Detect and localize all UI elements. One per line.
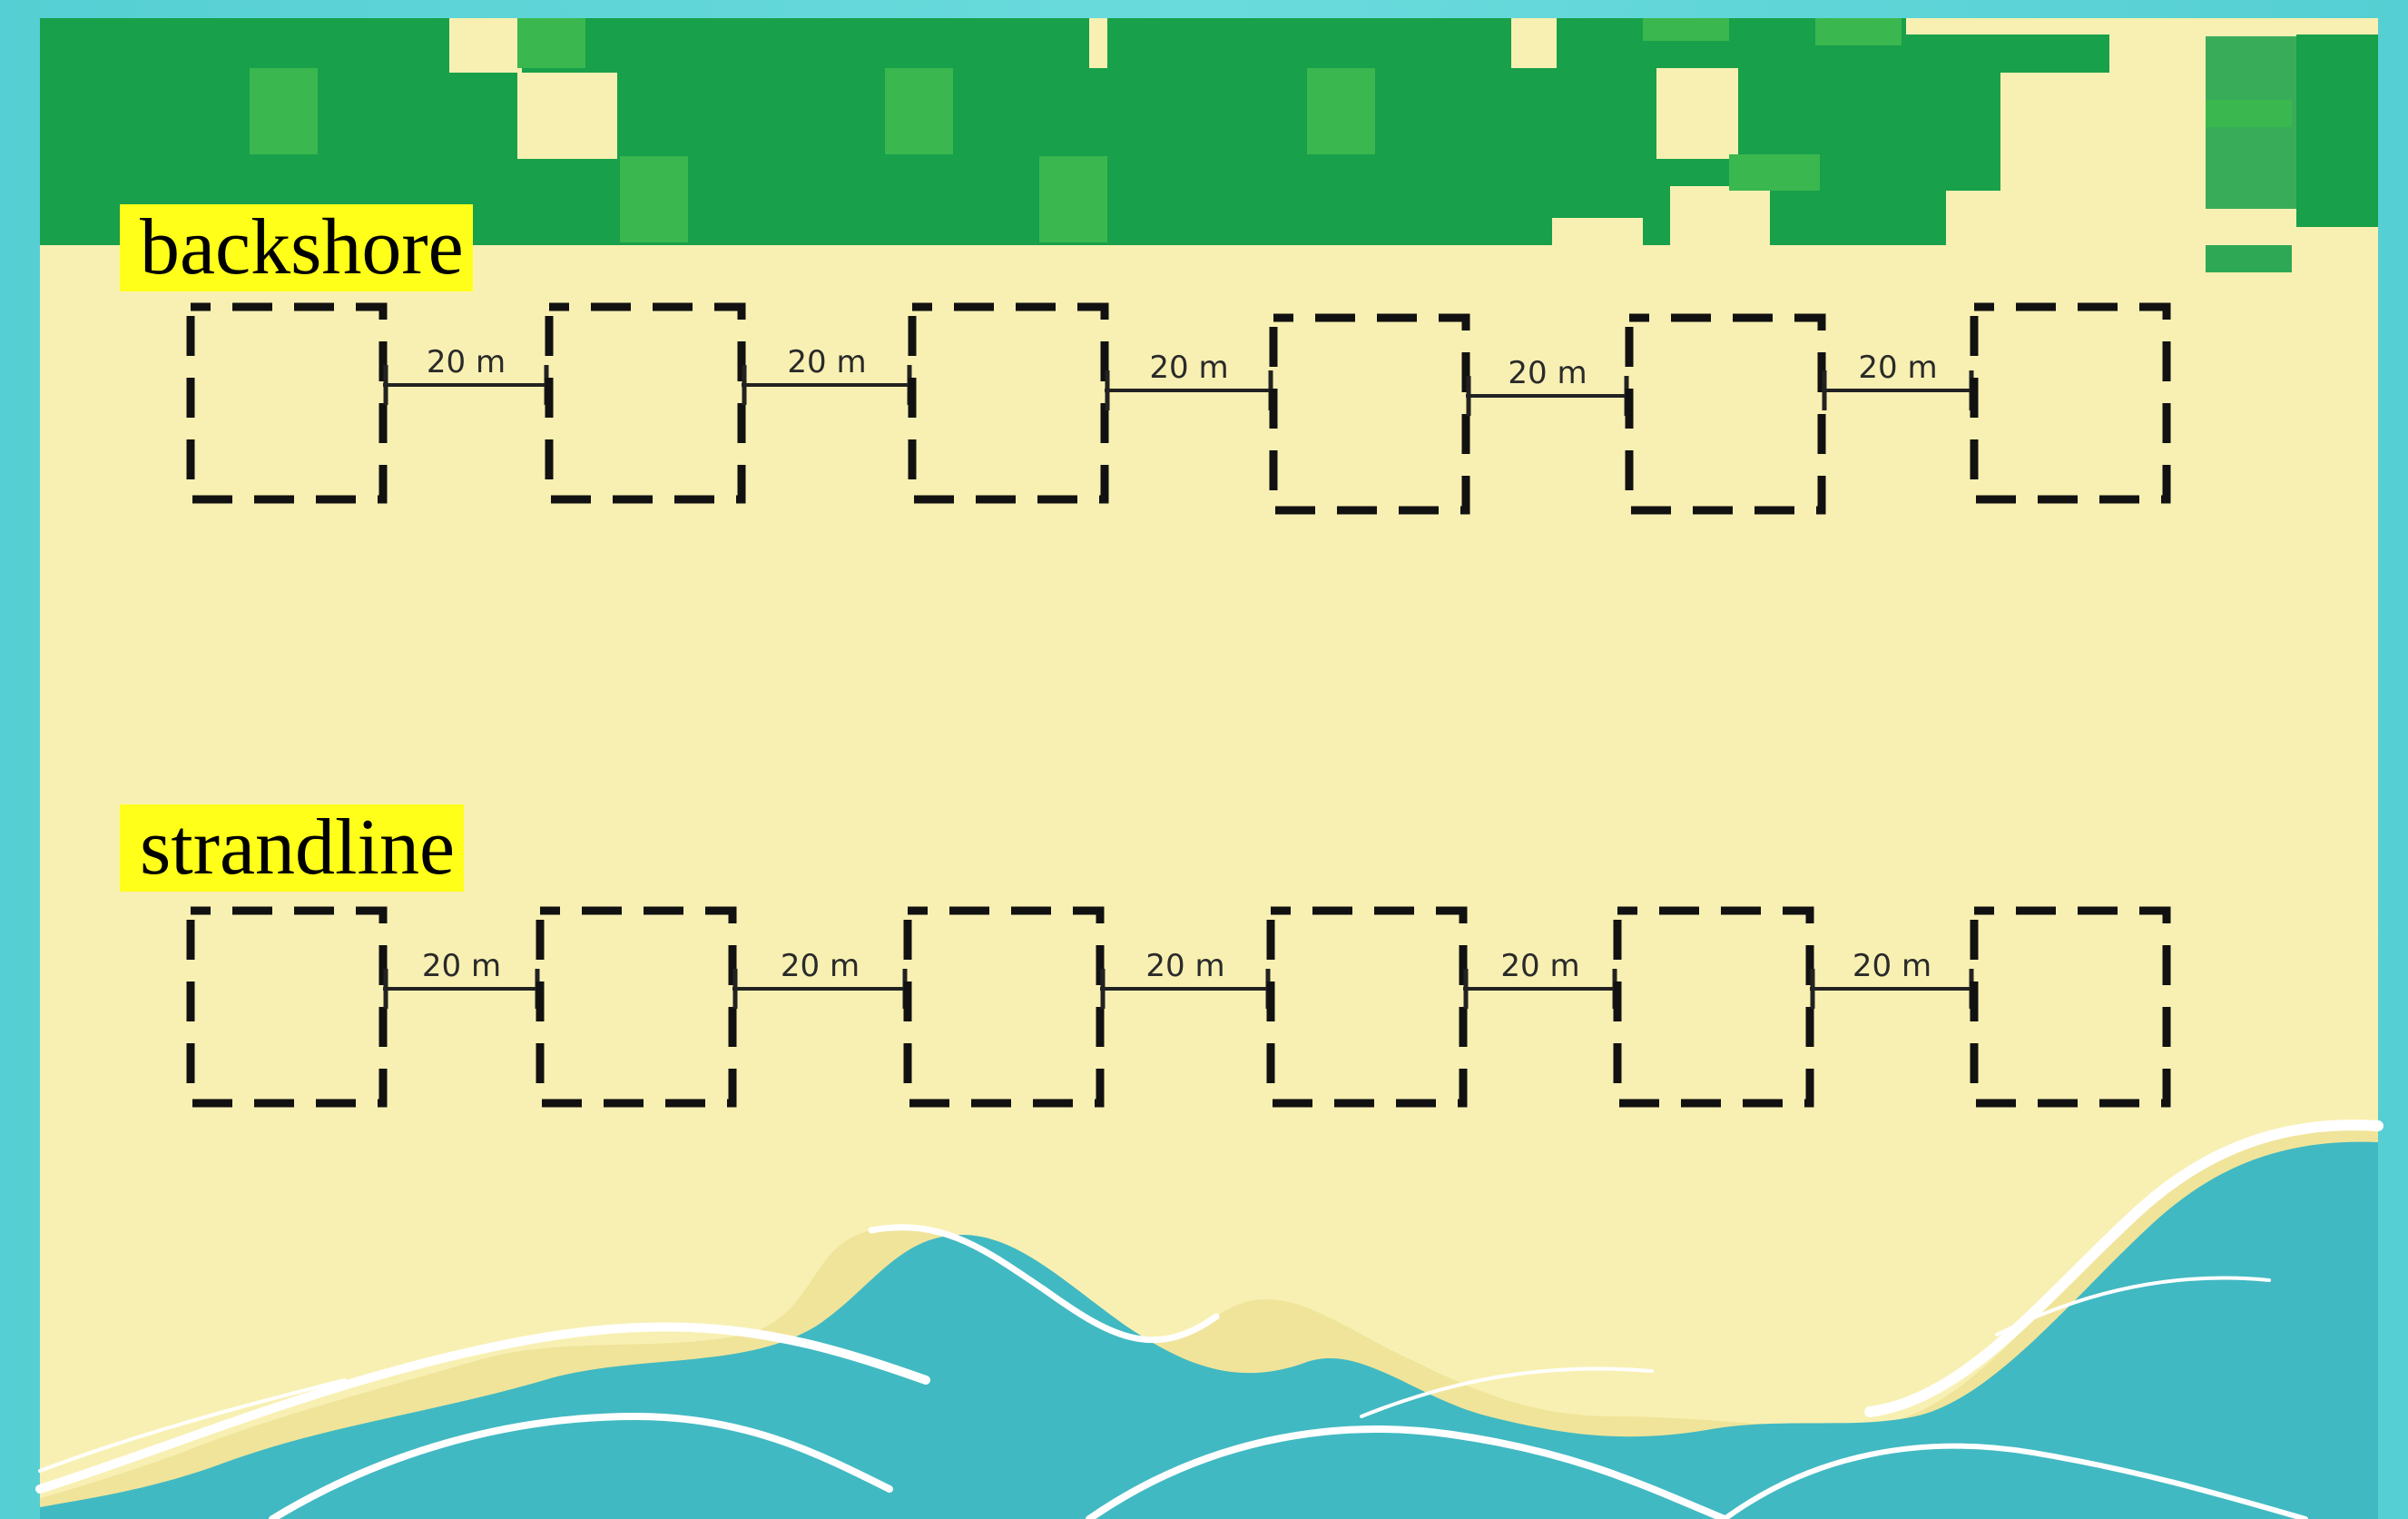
spacing-label: 20 m [427,344,506,380]
spacing-label: 20 m [1853,948,1931,984]
spacing-label: 20 m [1145,948,1224,984]
spacing-label: 20 m [787,344,866,380]
zone-label-strandline: strandline [120,804,464,892]
zone-label-backshore: backshore [120,204,473,291]
spacing-label: 20 m [781,948,860,984]
spacing-label: 20 m [1500,948,1579,984]
spacing-label: 20 m [1858,350,1937,386]
spacing-label: 20 m [422,948,501,984]
spacing-label: 20 m [1149,350,1228,386]
spacing-label: 20 m [1508,355,1587,391]
